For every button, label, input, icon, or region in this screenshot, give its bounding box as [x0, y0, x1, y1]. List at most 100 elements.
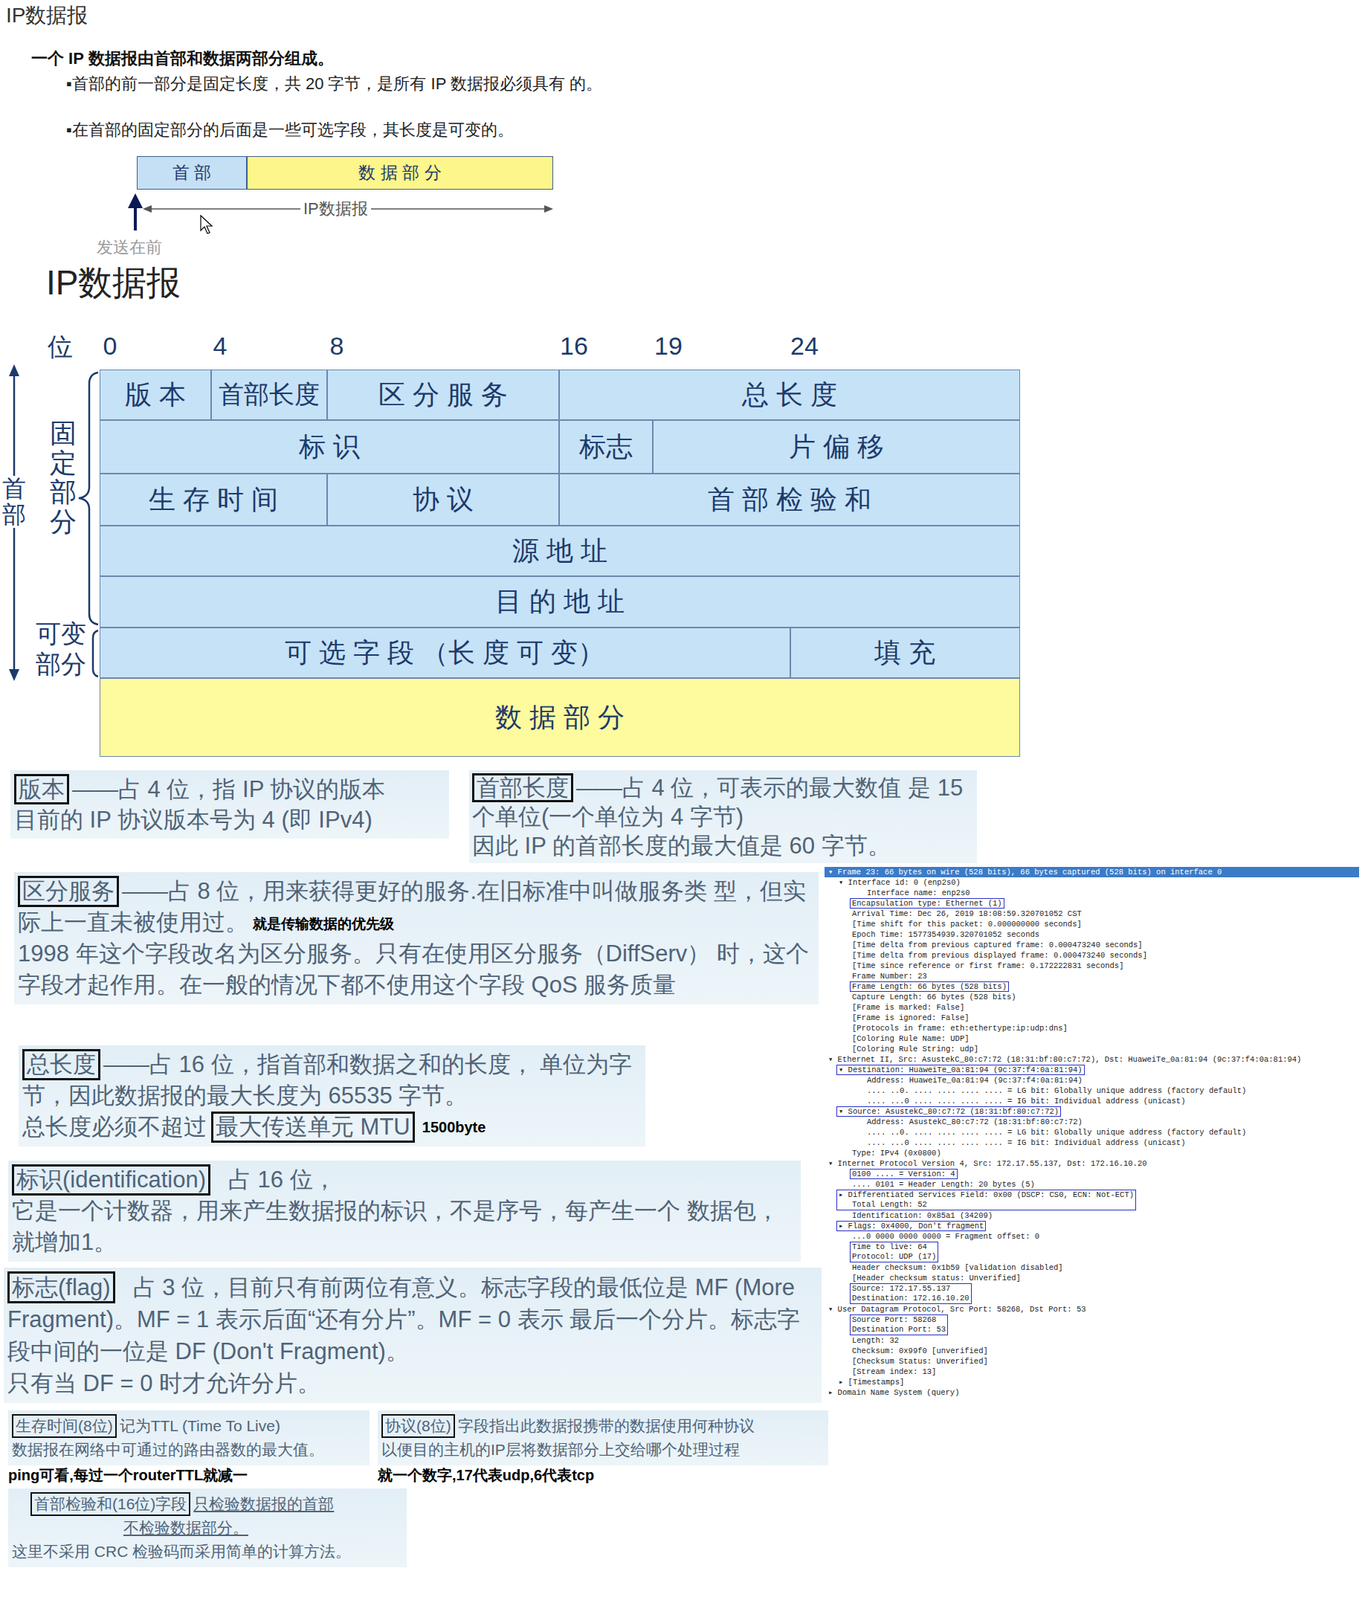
capture-line: 0100 .... = Version: 4: [852, 1169, 956, 1179]
bit-number: 19: [654, 331, 683, 361]
term-box: 协议(8位): [381, 1414, 456, 1438]
term-box: 首部长度: [472, 773, 574, 803]
capture-line: ▾ Interface id: 0 (enp2s0): [838, 877, 961, 888]
header-span-arrow-head: [8, 364, 20, 377]
explanation-panel: 版本——占 4 位，指 IP 协议的版本目前的 IP 协议版本号为 4 (即 I…: [10, 770, 450, 839]
header-field-cell: 标志: [559, 420, 653, 474]
capture-line: ▸ [Timestamps]: [838, 1376, 905, 1388]
capture-line: Type: IPv4 (0x0800): [852, 1147, 942, 1159]
header-field-cell: 首 部 检 验 和: [559, 473, 1021, 526]
explanation-panel: 首部检验和(16位)字段只检验数据报的首部不检验数据部分。这里不采用 CRC 检…: [8, 1488, 407, 1568]
explanation-panel: 总长度最大传送单元 MTU——占 16 位，指首部和数据之和的长度， 单位为字节…: [18, 1045, 646, 1147]
mouse-cursor: [200, 215, 212, 234]
capture-line: ▾ Destination: HuaweiTe_0a:81:94 (9c:37:…: [838, 1065, 1083, 1075]
explanation-text: ——占 16 位，指首部和数据之和的长度， 单位为字节，因此数据报的最大长度为 …: [22, 1049, 642, 1112]
explanation-text: 不检验数据部分。: [123, 1515, 403, 1540]
capture-line: Arrival Time: Dec 26, 2019 18:08:59.3207…: [852, 908, 1082, 919]
bullet-text: ▪首部的前一部分是固定长度，共 20 字节，是所有 IP 数据报必须具有 的。: [66, 72, 632, 96]
capture-line: Source Port: 58268: [852, 1315, 946, 1325]
header-field-cell: 片 偏 移: [652, 420, 1021, 474]
term-box: 总长度: [22, 1049, 101, 1081]
packet-part-box: 数 据 部 分: [246, 156, 554, 190]
capture-line: Interface name: enp2s0: [866, 887, 971, 899]
highlight-box: ▸ Flags: 0x4000, Don't fragment: [836, 1220, 986, 1232]
explanation-body: ——占 4 位，指 IP 协议的版本目前的 IP 协议版本号为 4 (即 IPv…: [14, 773, 446, 835]
capture-line: Address: HuaweiTe_0a:81:94 (9c:37:f4:0a:…: [866, 1075, 1083, 1086]
explanation-text: 它是一个计数器，用来产生数据报的标识，不是序号，每产生一个 数据包，就增加1。: [11, 1195, 798, 1258]
slide-heading: 一个 IP 数据报由首部和数据两部分组成。: [31, 47, 334, 70]
capture-line: ▾ Source: AsustekC_80:c7:72 (18:31:bf:80…: [838, 1107, 1059, 1116]
explanation-panel: 生存时间(8位)记为TTL (Time To Live)数据报在网络中可通过的路…: [8, 1410, 370, 1466]
fixed-part-brace: [78, 372, 99, 625]
term-box: 首部检验和(16位)字段: [30, 1492, 191, 1516]
length-label: IP数据报: [300, 197, 372, 221]
highlight-box: Source Port: 58268Destination Port: 53: [849, 1314, 948, 1336]
field-label: 总 长 度: [742, 376, 838, 414]
capture-line: Header checksum: 0x1b59 [validation disa…: [852, 1262, 1064, 1273]
header-field-cell: 区 分 服 务: [327, 369, 560, 421]
explanation-panel: 区分服务——占 8 位，用来获得更好的服务.在旧标准中叫做服务类 型，但实际上一…: [14, 872, 819, 1005]
capture-line: .... ..0. .... .... .... .... = LG bit: …: [866, 1085, 1247, 1096]
capture-line: Frame Number: 23: [852, 971, 928, 982]
term-text: 首部长度: [476, 775, 569, 800]
capture-header-row: ▾ Frame 23: 66 bytes on wire (528 bits),…: [824, 866, 1360, 878]
capture-line: .... 0101 = Header Length: 20 bytes (5): [852, 1179, 1035, 1190]
explanation-text: 目前的 IP 协议版本号为 4 (即 IPv4): [14, 804, 446, 835]
highlight-box: ▸ Differentiated Services Field: 0x00 (D…: [836, 1189, 1137, 1211]
capture-line: Length: 32: [852, 1335, 899, 1346]
explanation-panel: 标识(identification)占 16 位，它是一个计数器，用来产生数据报…: [8, 1160, 801, 1262]
capture-line: [Protocols in frame: eth:ethertype:ip:ud…: [852, 1023, 1068, 1034]
capture-line: [Frame is marked: False]: [852, 1002, 965, 1013]
explanation-body: ——占 8 位，用来获得更好的服务.在旧标准中叫做服务类 型，但实际上一直未被使…: [17, 875, 815, 1001]
explanation-text: 1998 年这个字段改名为区分服务。只有在使用区分服务（DiffServ） 时，…: [17, 938, 815, 1001]
capture-line: ▾ User Datagram Protocol, Src Port: 5826…: [828, 1304, 1087, 1315]
capture-line: Total Length: 52: [838, 1199, 1134, 1210]
term-box: 版本: [14, 773, 70, 805]
capture-line: ...0 0000 0000 0000 = Fragment offset: 0: [852, 1231, 1040, 1242]
term-text: 区分服务: [22, 878, 115, 905]
term-text: 生存时间(8位): [15, 1415, 114, 1437]
bit-number: 4: [213, 331, 228, 361]
capture-line: ▸ Differentiated Services Field: 0x00 (D…: [838, 1190, 1134, 1200]
term-text: 标志(flag): [11, 1273, 111, 1302]
term-text: 协议(8位): [385, 1415, 452, 1437]
side-label: 首部: [2, 475, 27, 528]
header-field-cell: 版 本: [99, 369, 212, 421]
explanation-text: 占 3 位，目前只有前两位有意义。标志字段的最低位是 MF (More Frag…: [7, 1271, 818, 1368]
bit-number: 8: [330, 331, 345, 361]
explanation-body: 占 3 位，目前只有前两位有意义。标志字段的最低位是 MF (More Frag…: [7, 1271, 818, 1400]
send-arrow: [133, 205, 137, 231]
capture-line: .... ..0. .... .... .... .... = LG bit: …: [866, 1127, 1247, 1138]
capture-line: ▾ Ethernet II, Src: AsustekC_80:c7:72 (1…: [828, 1054, 1302, 1065]
explanation-text: 因此 IP 的首部长度的最大值是 60 字节。: [472, 831, 974, 861]
capture-line: Capture Length: 66 bytes (528 bits): [852, 991, 1017, 1003]
send-arrow-head: [127, 193, 143, 209]
header-field-cell: 目 的 地 址: [99, 576, 1021, 628]
capture-line: [Frame is ignored: False]: [852, 1012, 970, 1024]
annotation: 就一个数字,17代表udp,6代表tcp: [377, 1466, 595, 1485]
capture-line: Destination Port: 53: [852, 1324, 946, 1335]
term-box: 标志(flag): [7, 1271, 116, 1304]
annotation: 1500byte: [422, 1118, 487, 1137]
capture-line: ▸ Flags: 0x4000, Don't fragment: [838, 1221, 984, 1231]
explanation-text: ——占 8 位，用来获得更好的服务.在旧标准中叫做服务类 型，但实际上一直未被使…: [17, 875, 815, 939]
term-text: 标识(identification): [16, 1166, 206, 1194]
header-field-cell: 生 存 时 间: [99, 473, 328, 526]
annotation: ping可看,每过一个routerTTL就减一: [8, 1466, 248, 1485]
field-label: 版 本: [124, 376, 186, 414]
term-text: 首部检验和(16位)字段: [34, 1493, 187, 1515]
side-label: 可变部分: [35, 618, 88, 680]
slide-title: IP数据报: [46, 260, 181, 307]
field-label: 数 据 部 分: [358, 161, 441, 185]
send-first-label: 发送在前: [96, 236, 163, 259]
explanation-text: 只有当 DF = 0 时才允许分片。: [7, 1367, 818, 1400]
term-box: 生存时间(8位): [11, 1414, 117, 1438]
highlight-box: Source: 172.17.55.137Destination: 172.16…: [849, 1283, 972, 1305]
field-label: 目 的 地 址: [495, 583, 625, 621]
packet-part-box: 首 部: [136, 156, 247, 190]
capture-line: [Time delta from previous displayed fram…: [852, 950, 1148, 961]
term-text: 总长度: [26, 1051, 96, 1079]
capture-line: ▾ Frame 23: 66 bytes on wire (528 bits),…: [828, 866, 1360, 878]
capture-line: [Coloring Rule Name: UDP]: [852, 1033, 970, 1044]
